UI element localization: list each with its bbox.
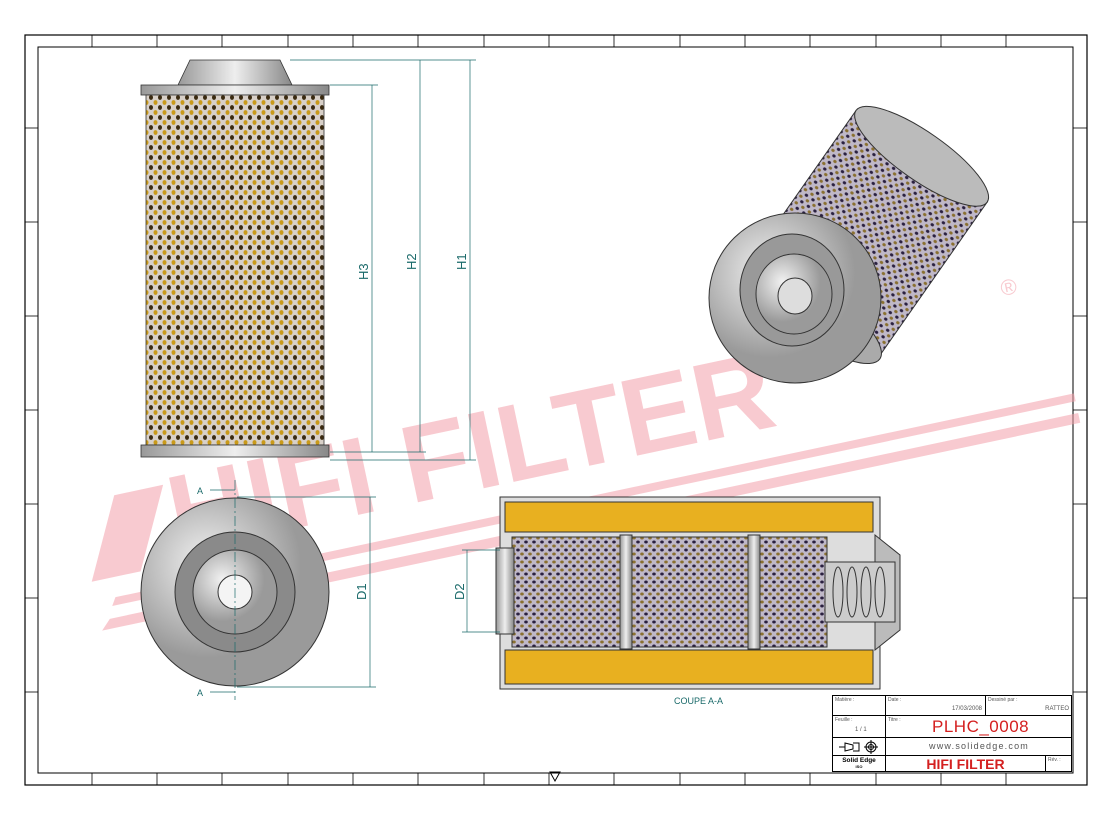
drawn-by-label: Dessiné par : — [988, 697, 1018, 703]
website: www.solidedge.com — [929, 741, 1029, 751]
bottom-endcap — [140, 444, 330, 458]
title-label: Titre : — [888, 717, 901, 723]
section-marker-top: A — [197, 486, 203, 496]
watermark-registered: ® — [998, 273, 1019, 301]
section-caption: COUPE A-A — [674, 696, 723, 706]
centering-mark — [549, 771, 561, 783]
bottom-view: A A — [140, 480, 376, 700]
part-number: PLHC_0008 — [932, 717, 1030, 736]
dim-h2: H2 — [404, 253, 419, 270]
dim-h1: H1 — [454, 253, 469, 270]
date-value: 17/03/2008 — [951, 706, 982, 712]
dim-h3: H3 — [356, 263, 371, 280]
drawn-by-value: RATTEO — [1045, 706, 1069, 712]
top-endcap — [140, 84, 330, 96]
revision-label: Rév. : — [1048, 757, 1061, 763]
sheet-value: 1 / 1 — [855, 727, 867, 733]
section-marker-bottom: A — [197, 688, 203, 698]
frame-grid-ticks — [25, 35, 1087, 785]
dim-d2: D2 — [452, 583, 467, 600]
filter-mesh — [145, 94, 325, 446]
top-outlet — [177, 59, 293, 86]
software-name: Solid Edge — [842, 757, 876, 764]
front-view — [140, 59, 330, 458]
title-block: Matière : Date : 17/03/2008 Dessiné par … — [832, 695, 1072, 772]
projection-symbol-icon — [839, 740, 878, 754]
sheet-label: Feuille : — [835, 717, 853, 723]
section-view: COUPE A-A — [462, 496, 901, 706]
software-sub: ISO — [855, 764, 863, 769]
dim-d1: D1 — [354, 583, 369, 600]
date-label: Date : — [888, 697, 902, 703]
height-dimensions — [290, 59, 476, 461]
company-name: HIFI FILTER — [926, 756, 1005, 772]
dimension-labels: H3 H2 H1 D1 D2 — [354, 253, 469, 600]
material-label: Matière : — [835, 697, 855, 703]
isometric-end-face — [708, 212, 882, 384]
